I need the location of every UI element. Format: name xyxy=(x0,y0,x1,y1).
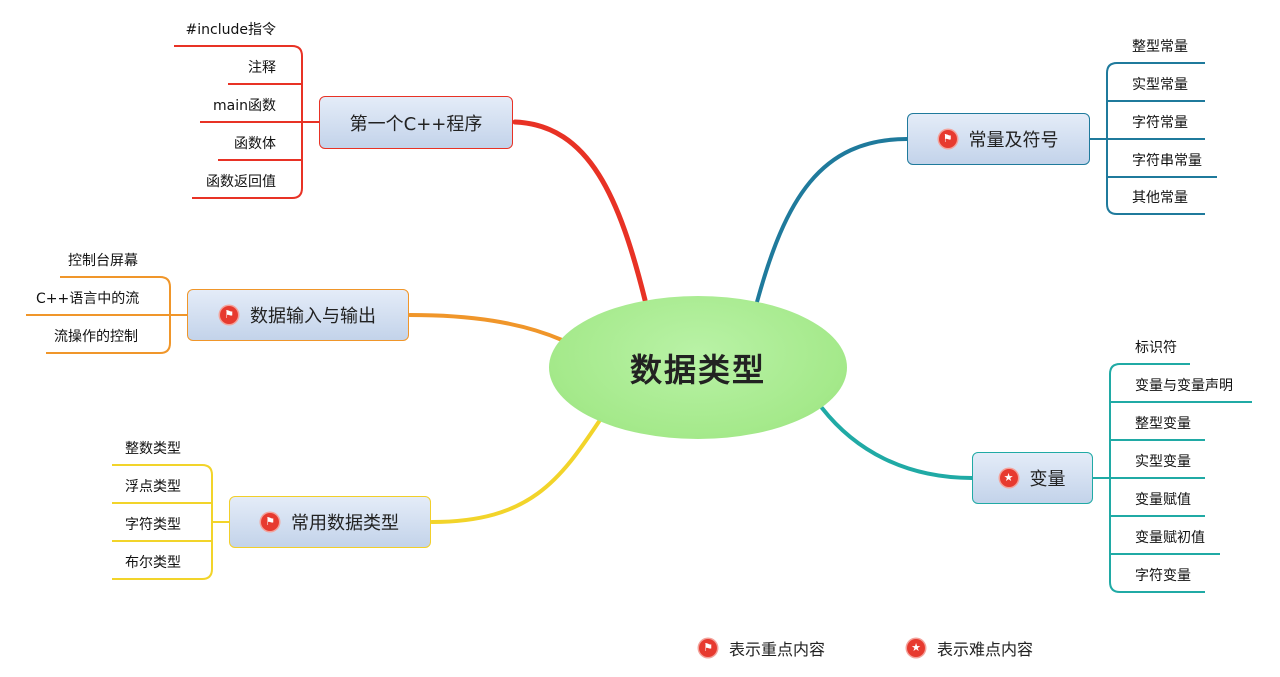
topic-io-label: 数据输入与输出 xyxy=(250,306,376,327)
topic-variables-label: 变量 xyxy=(1029,469,1066,490)
star-icon: ★ xyxy=(907,639,925,657)
topic-constants-label: 常量及符号 xyxy=(968,130,1059,151)
flag-icon: ⚑ xyxy=(261,513,279,531)
connector-io xyxy=(408,313,564,342)
subtopic-stream[interactable]: C++语言中的流 xyxy=(36,291,140,307)
subtopic-char[interactable]: 字符类型 xyxy=(125,517,181,533)
subtopic-char-var[interactable]: 字符变量 xyxy=(1135,568,1191,584)
subtopic-identifier[interactable]: 标识符 xyxy=(1135,340,1177,356)
topic-common-types-label: 常用数据类型 xyxy=(291,513,399,534)
subtopic-string-const[interactable]: 字符串常量 xyxy=(1132,153,1202,169)
subtopic-real-var[interactable]: 实型变量 xyxy=(1135,454,1191,470)
connector-common-types xyxy=(430,418,602,524)
flag-icon: ⚑ xyxy=(699,639,717,657)
connector-first-program xyxy=(512,119,648,303)
subtopic-function-body[interactable]: 函数体 xyxy=(234,136,276,152)
subtopic-int-const[interactable]: 整型常量 xyxy=(1132,39,1188,55)
topic-constants[interactable]: ⚑ 常量及符号 xyxy=(907,113,1090,165)
subtopic-bool[interactable]: 布尔类型 xyxy=(125,555,181,571)
legend-difficult-point: ★ 表示难点内容 xyxy=(907,636,1033,660)
bracket-variables xyxy=(1093,363,1252,593)
subtopic-real-const[interactable]: 实型常量 xyxy=(1132,77,1188,93)
subtopic-stream-control[interactable]: 流操作的控制 xyxy=(54,329,138,345)
topic-first-program[interactable]: 第一个C++程序 xyxy=(319,96,513,149)
legend-key-point: ⚑ 表示重点内容 xyxy=(699,636,825,660)
subtopic-var-assign[interactable]: 变量赋值 xyxy=(1135,492,1191,508)
connector-variables xyxy=(820,406,974,480)
topic-common-types[interactable]: ⚑ 常用数据类型 xyxy=(229,496,431,548)
bracket-constants xyxy=(1090,62,1217,215)
flag-icon: ⚑ xyxy=(938,130,957,148)
subtopic-comment[interactable]: 注释 xyxy=(248,60,276,76)
connector-constants xyxy=(755,137,909,304)
topic-variables[interactable]: ★ 变量 xyxy=(972,452,1093,504)
bracket-first-program xyxy=(174,45,319,199)
subtopic-char-const[interactable]: 字符常量 xyxy=(1132,115,1188,131)
central-topic[interactable]: 数据类型 xyxy=(549,296,847,439)
legend-key-point-label: 表示重点内容 xyxy=(729,640,826,659)
legend-difficult-point-label: 表示难点内容 xyxy=(937,640,1034,659)
subtopic-float[interactable]: 浮点类型 xyxy=(125,479,181,495)
subtopic-other-const[interactable]: 其他常量 xyxy=(1132,190,1188,206)
bracket-common-types xyxy=(112,464,229,580)
flag-icon: ⚑ xyxy=(220,306,238,324)
bracket-io xyxy=(26,276,187,354)
subtopic-int-var[interactable]: 整型变量 xyxy=(1135,416,1191,432)
subtopic-console[interactable]: 控制台屏幕 xyxy=(68,253,138,269)
subtopic-include[interactable]: #include指令 xyxy=(185,22,276,38)
subtopic-return-value[interactable]: 函数返回值 xyxy=(206,174,276,190)
subtopic-int[interactable]: 整数类型 xyxy=(125,441,181,457)
star-icon: ★ xyxy=(999,469,1018,487)
subtopic-var-declaration[interactable]: 变量与变量声明 xyxy=(1135,378,1233,394)
topic-io[interactable]: ⚑ 数据输入与输出 xyxy=(187,289,409,341)
topic-first-program-label: 第一个C++程序 xyxy=(349,113,483,135)
subtopic-main[interactable]: main函数 xyxy=(213,98,276,114)
subtopic-var-init[interactable]: 变量赋初值 xyxy=(1135,530,1205,546)
